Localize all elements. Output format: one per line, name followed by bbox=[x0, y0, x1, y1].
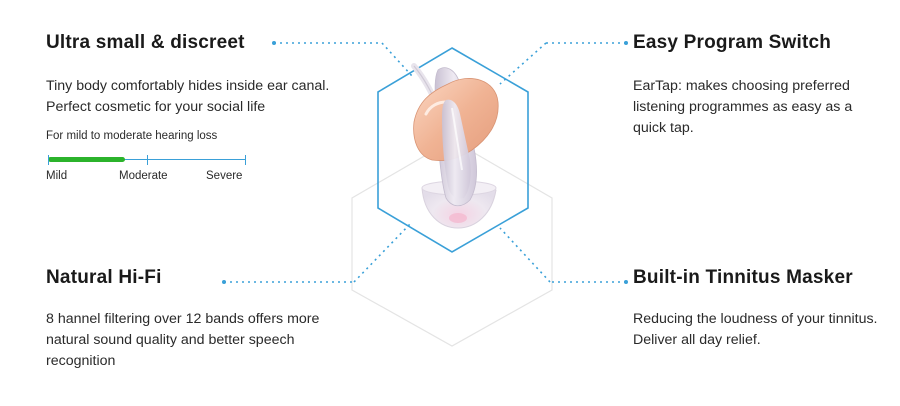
feature-title: Natural Hi-Fi bbox=[46, 267, 162, 288]
scale-labels: Mild Moderate Severe bbox=[46, 170, 256, 186]
feature-natural-hifi: Natural Hi-Fi 8 hannel filtering over 12… bbox=[46, 267, 346, 372]
feature-program-switch: Easy Program Switch EarTap: makes choosi… bbox=[633, 32, 883, 139]
background-hexagon bbox=[351, 139, 553, 347]
feature-title: Ultra small & discreet bbox=[46, 32, 245, 53]
scale-tick bbox=[48, 155, 49, 165]
leader-dot bbox=[272, 41, 276, 45]
scale-fill-bar bbox=[48, 157, 125, 162]
leader-dot bbox=[624, 41, 628, 45]
feature-description: 8 hannel filtering over 12 bands offers … bbox=[46, 311, 320, 369]
feature-description: Tiny body comfortably hides inside ear c… bbox=[46, 78, 330, 115]
scale-tick bbox=[147, 155, 148, 165]
scale-caption: For mild to moderate hearing loss bbox=[46, 130, 218, 142]
hearing-loss-scale: For mild to moderate hearing loss Mild M… bbox=[46, 130, 256, 186]
feature-title: Easy Program Switch bbox=[633, 32, 832, 53]
leader-dot bbox=[222, 280, 226, 284]
feature-tinnitus-masker: Built-in Tinnitus Masker Reducing the lo… bbox=[633, 267, 883, 351]
leader-lines bbox=[224, 42, 626, 283]
feature-ultra-small: Ultra small & discreet Tiny body comfort… bbox=[46, 32, 376, 118]
scale-label-mild: Mild bbox=[46, 170, 68, 182]
frame-hexagon bbox=[377, 47, 529, 253]
scale-track bbox=[46, 155, 246, 165]
feature-description: Reducing the loudness of your tinnitus. … bbox=[633, 311, 878, 348]
scale-tick bbox=[245, 155, 246, 165]
scale-label-moderate: Moderate bbox=[119, 170, 168, 182]
scale-label-severe: Severe bbox=[206, 170, 243, 182]
feature-description: EarTap: makes choosing preferred listeni… bbox=[633, 78, 853, 136]
leader-dot bbox=[624, 280, 628, 284]
feature-title: Built-in Tinnitus Masker bbox=[633, 267, 853, 288]
